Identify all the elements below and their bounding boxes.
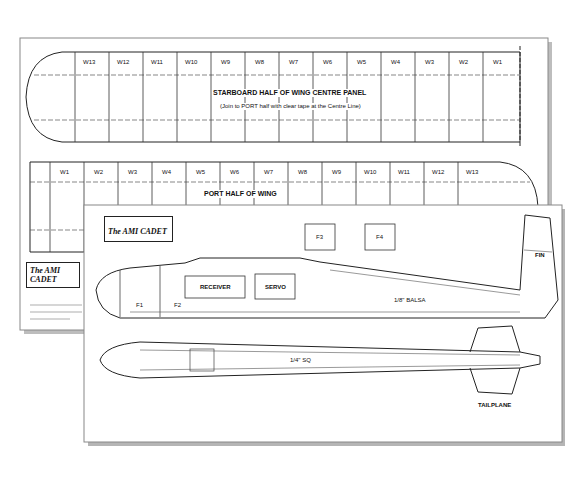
rib-number: W9 <box>220 59 231 66</box>
rib-number: W5 <box>195 169 206 176</box>
rib-number: W9 <box>331 169 342 176</box>
front-sheet <box>84 205 562 442</box>
rib-number: W6 <box>229 169 240 176</box>
wing-panel-title: STARBOARD HALF OF WING CENTRE PANEL <box>212 89 367 97</box>
servo-bay <box>255 274 295 299</box>
rib-number: W4 <box>161 169 172 176</box>
rib-number: W1 <box>59 169 70 176</box>
assembly-note: (Join to PORT half with clear tape at th… <box>219 103 362 110</box>
rib-number: W3 <box>424 59 435 66</box>
longeron-line <box>140 365 520 370</box>
spar-line <box>34 120 520 121</box>
plan-title: The AMI CADET <box>30 266 76 284</box>
rib-number: W10 <box>363 169 377 176</box>
rib-number: W1 <box>492 59 503 66</box>
wing-rib <box>50 162 51 252</box>
wing-rib <box>109 52 110 142</box>
rib-number: W13 <box>82 59 96 66</box>
former-number: F2 <box>173 302 182 309</box>
plan-title: The AMI CADET <box>108 227 167 236</box>
material-note: 1/8" BALSA <box>393 297 426 304</box>
fuselage-side-view <box>96 215 558 318</box>
wing-rib <box>483 52 484 142</box>
longeron-line <box>330 270 520 295</box>
wing-rib <box>313 52 314 142</box>
former-line <box>120 270 121 317</box>
part-name: RECEIVER <box>199 284 232 291</box>
rib-number: W11 <box>397 169 411 176</box>
rib-number: W7 <box>263 169 274 176</box>
rib-number: W11 <box>150 59 164 66</box>
part-name: SERVO <box>264 284 287 291</box>
receiver-bay <box>185 276 245 298</box>
rib-number: W8 <box>297 169 308 176</box>
part-name: TAILPLANE <box>477 402 512 409</box>
rib-number: W2 <box>458 59 469 66</box>
rib-number: W10 <box>184 59 198 66</box>
fuselage-top-view <box>100 342 540 378</box>
wing-rib <box>381 52 382 142</box>
rib-number: W8 <box>254 59 265 66</box>
wing-rib <box>245 52 246 142</box>
rib-number: W12 <box>116 59 130 66</box>
spar-line <box>34 75 520 76</box>
rib-number: W7 <box>288 59 299 66</box>
part-name: FIN <box>534 252 546 259</box>
former-line <box>160 266 161 317</box>
wing-rib <box>75 52 76 142</box>
wing-rib <box>449 52 450 142</box>
rib-number: W12 <box>431 169 445 176</box>
servo-mount <box>190 349 214 371</box>
title-box: The AMI CADET <box>26 262 80 288</box>
spar-line <box>30 182 530 183</box>
wing-rib <box>279 52 280 142</box>
former-outline <box>365 224 395 250</box>
rib-number: W3 <box>127 169 138 176</box>
longeron-line <box>130 312 520 313</box>
former-number: F3 <box>315 234 324 241</box>
wing-panel-title: PORT HALF OF WING <box>203 190 278 198</box>
wing-rib <box>177 52 178 142</box>
longeron-line <box>140 350 520 355</box>
starboard-wing-outline <box>26 52 520 142</box>
tailplane-outline <box>470 326 520 394</box>
rib-number: W6 <box>322 59 333 66</box>
former-number: F1 <box>135 302 144 309</box>
wing-rib <box>415 52 416 142</box>
wing-rib <box>143 52 144 142</box>
former-number: F4 <box>375 234 384 241</box>
wing-rib <box>211 52 212 142</box>
title-box: The AMI CADET <box>104 216 173 242</box>
rib-number: W13 <box>465 169 479 176</box>
note-lines <box>30 305 82 319</box>
rib-number: W4 <box>390 59 401 66</box>
rib-number: W5 <box>356 59 367 66</box>
wing-rib <box>347 52 348 142</box>
rib-number: W2 <box>93 169 104 176</box>
material-note: 1/4" SQ <box>289 357 312 364</box>
former-outline <box>305 224 335 250</box>
centre-line <box>520 46 521 148</box>
